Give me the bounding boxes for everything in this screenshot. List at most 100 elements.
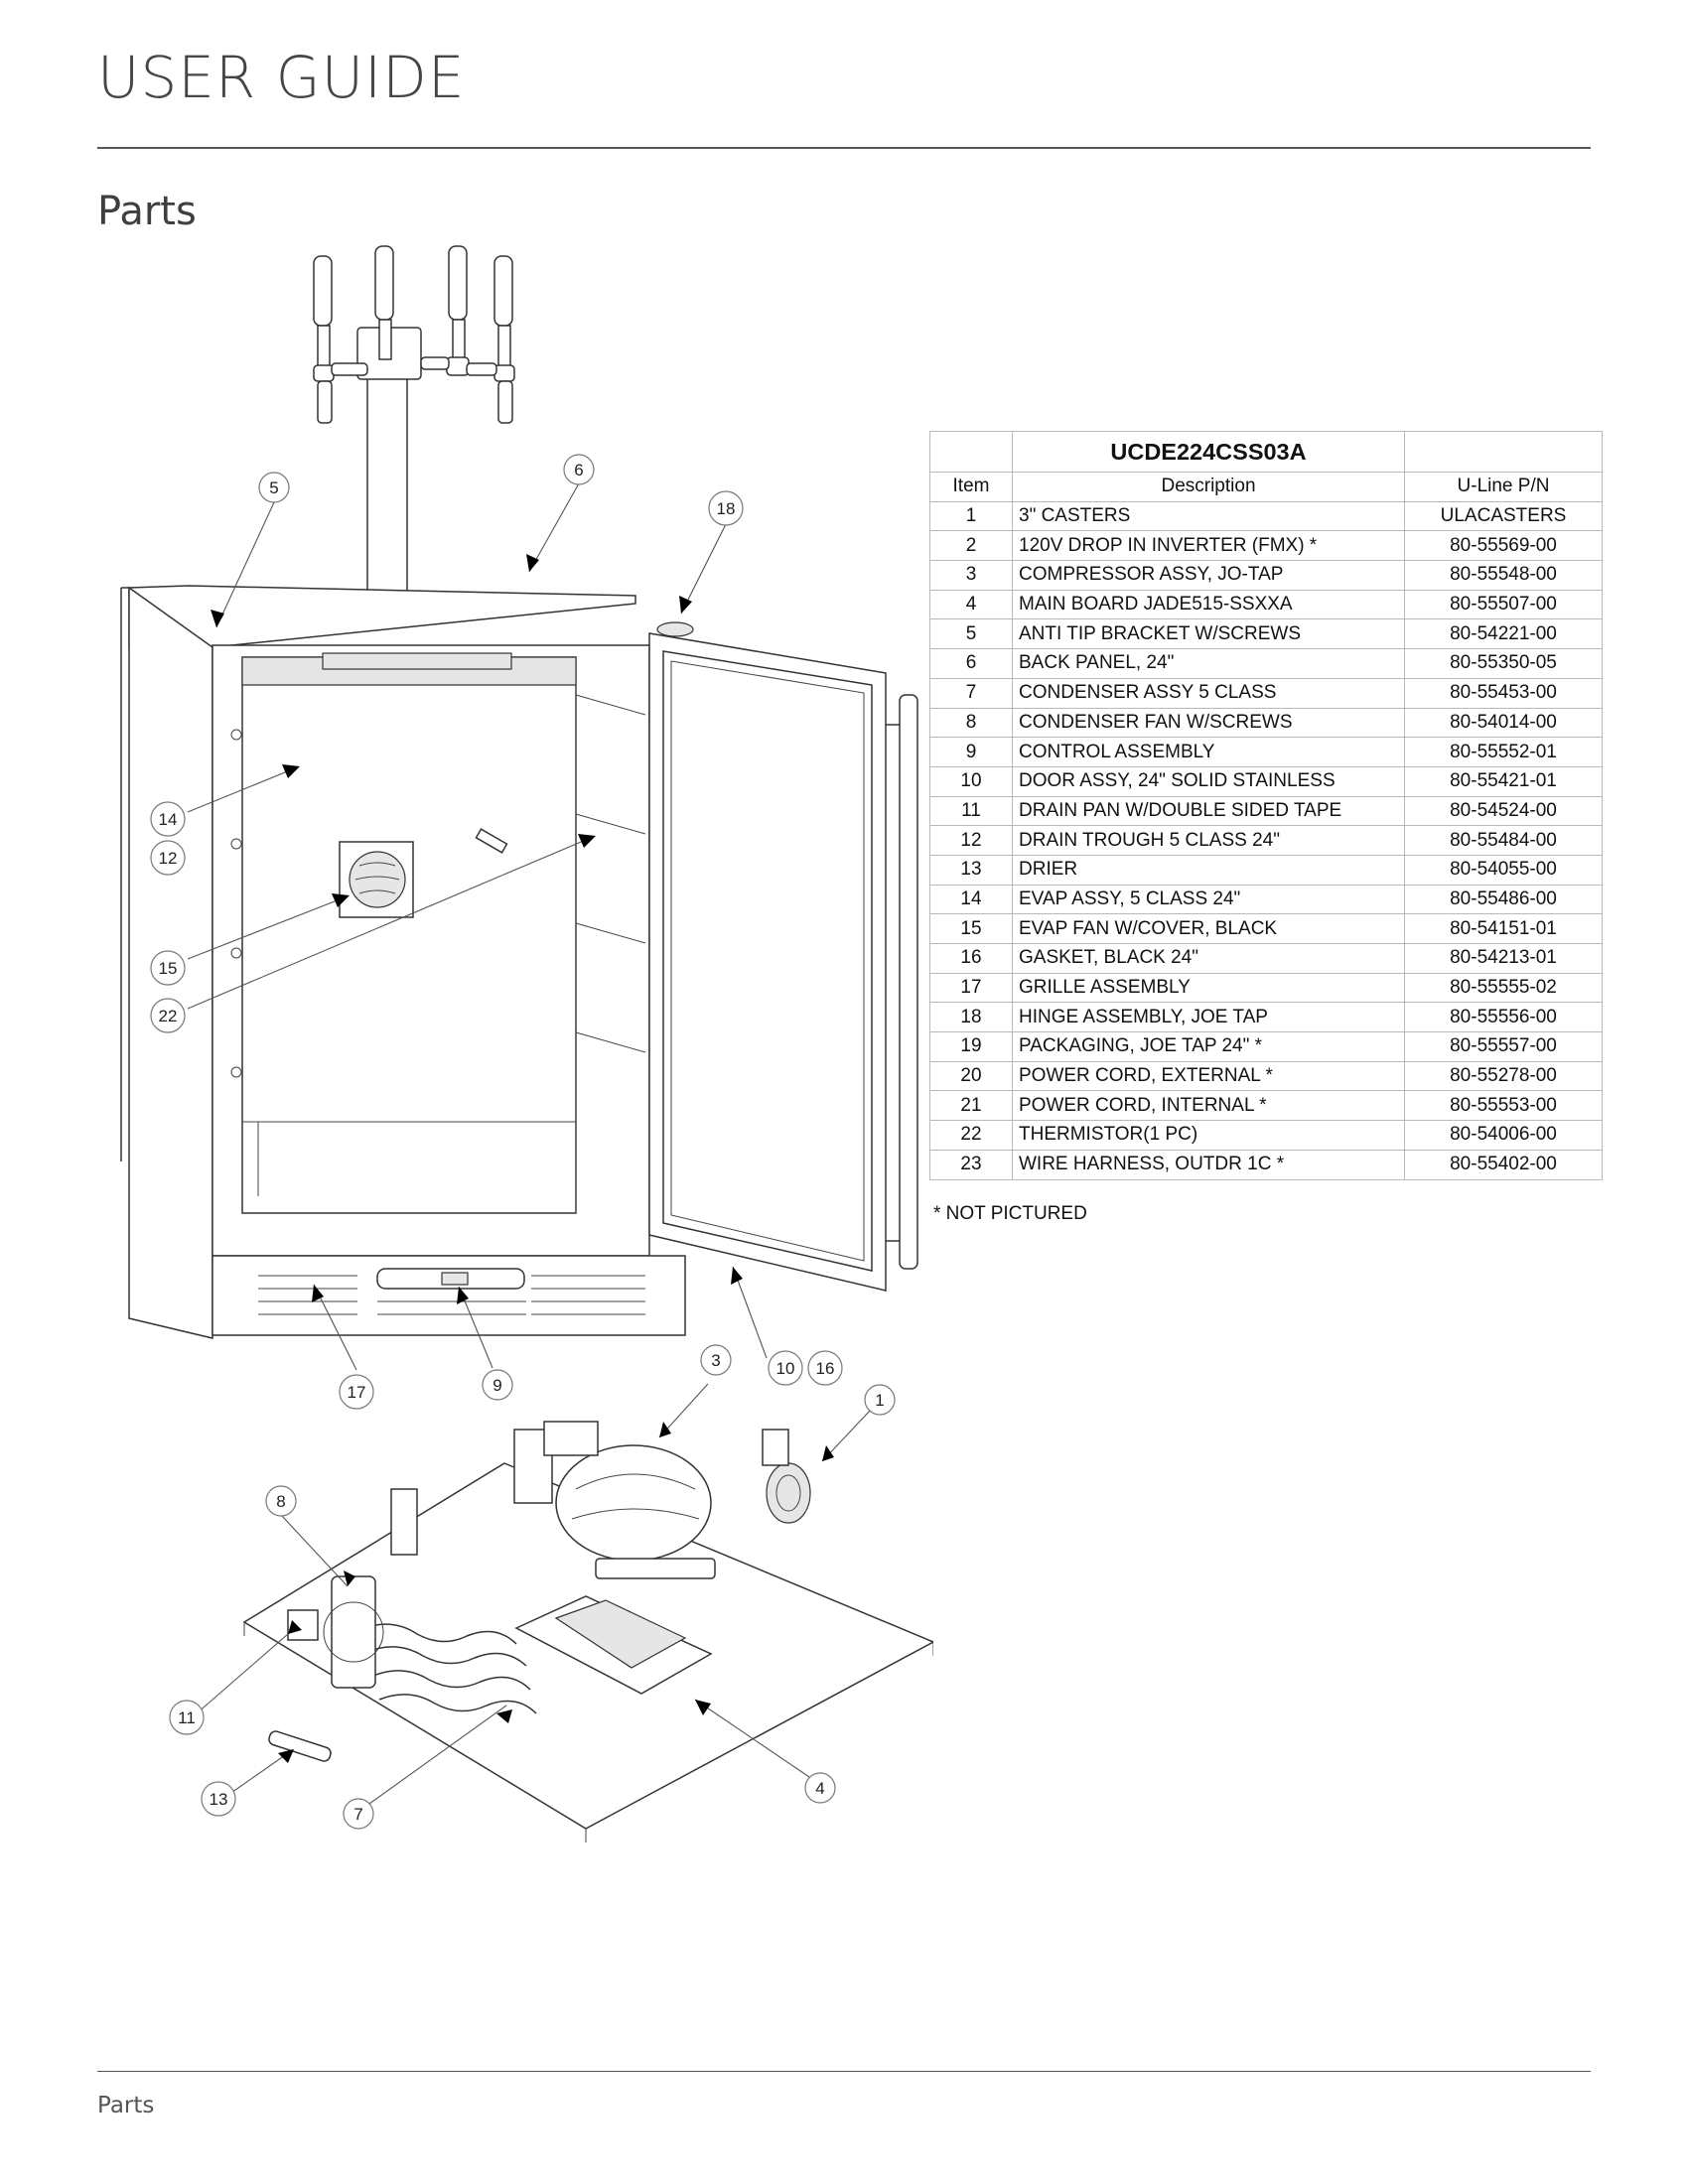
callout-8: 8 — [265, 1485, 297, 1517]
svg-text:10: 10 — [776, 1359, 795, 1378]
item-cell: 13 — [929, 854, 1013, 886]
cabinet-illustration — [120, 585, 686, 1339]
callout-6: 6 — [563, 454, 595, 485]
part-number-cell: 80-54524-00 — [1404, 795, 1603, 827]
item-cell: 10 — [929, 765, 1013, 797]
item-cell: 5 — [929, 618, 1013, 650]
column-header-item: Item — [929, 472, 1013, 502]
svg-text:15: 15 — [159, 959, 178, 978]
description-cell: CONTROL ASSEMBLY — [1012, 737, 1405, 767]
item-cell: 19 — [929, 1031, 1013, 1062]
item-cell: 7 — [929, 677, 1013, 709]
part-number-cell: 80-55557-00 — [1404, 1031, 1603, 1062]
part-number-cell: 80-55421-01 — [1404, 765, 1603, 797]
column-header-part-number: U-Line P/N — [1404, 472, 1603, 502]
description-cell: COMPRESSOR ASSY, JO-TAP — [1012, 560, 1405, 591]
item-cell: 23 — [929, 1149, 1013, 1180]
part-number-cell: 80-55453-00 — [1404, 677, 1603, 709]
item-cell: 8 — [929, 707, 1013, 739]
description-cell: THERMISTOR(1 PC) — [1012, 1120, 1405, 1151]
not-pictured-note: * NOT PICTURED — [933, 1203, 1087, 1224]
callout-4: 4 — [804, 1772, 836, 1804]
description-cell: EVAP ASSY, 5 CLASS 24" — [1012, 884, 1405, 915]
callout-14: 14 — [150, 801, 186, 837]
description-cell: CONDENSER ASSY 5 CLASS — [1012, 677, 1405, 709]
part-number-cell: 80-55278-00 — [1404, 1060, 1603, 1092]
item-cell: 20 — [929, 1060, 1013, 1092]
part-number-cell: 80-55350-05 — [1404, 648, 1603, 679]
callout-15: 15 — [150, 950, 186, 986]
part-number-cell: 80-55555-02 — [1404, 972, 1603, 1004]
callout-11: 11 — [169, 1700, 205, 1735]
section-title: Parts — [97, 189, 197, 234]
item-cell: 1 — [929, 500, 1013, 532]
item-cell: 15 — [929, 913, 1013, 944]
part-number-cell: 80-54014-00 — [1404, 707, 1603, 739]
part-number-cell: 80-54213-01 — [1404, 943, 1603, 974]
part-number-cell: 80-54221-00 — [1404, 618, 1603, 650]
callout-12: 12 — [150, 840, 186, 876]
description-cell: CONDENSER FAN W/SCREWS — [1012, 707, 1405, 739]
column-header-description: Description — [1012, 472, 1405, 502]
part-number-cell: 80-55569-00 — [1404, 530, 1603, 562]
svg-text:1: 1 — [875, 1391, 884, 1410]
callout-5: 5 — [258, 472, 290, 503]
svg-text:13: 13 — [210, 1790, 228, 1809]
item-cell: 22 — [929, 1120, 1013, 1151]
beer-tower-illustration — [313, 245, 515, 621]
document-title: USER GUIDE — [97, 44, 466, 111]
svg-text:17: 17 — [348, 1383, 366, 1402]
callout-9: 9 — [482, 1369, 513, 1401]
part-number-cell: 80-55552-01 — [1404, 737, 1603, 767]
item-cell: 18 — [929, 1002, 1013, 1033]
part-number-cell: 80-55553-00 — [1404, 1090, 1603, 1122]
item-cell: 2 — [929, 530, 1013, 562]
svg-text:7: 7 — [353, 1805, 362, 1824]
part-number-cell: 80-54006-00 — [1404, 1120, 1603, 1151]
description-cell: 120V DROP IN INVERTER (FMX) * — [1012, 530, 1405, 562]
svg-text:4: 4 — [815, 1779, 824, 1798]
description-cell: PACKAGING, JOE TAP 24" * — [1012, 1031, 1405, 1062]
callout-13: 13 — [201, 1781, 236, 1817]
callout-16: 16 — [807, 1350, 843, 1386]
part-number-cell: 80-55507-00 — [1404, 589, 1603, 620]
item-cell: 3 — [929, 560, 1013, 591]
callout-10: 10 — [768, 1350, 803, 1386]
description-cell: POWER CORD, EXTERNAL * — [1012, 1060, 1405, 1092]
callout-18: 18 — [708, 490, 744, 526]
description-cell: GRILLE ASSEMBLY — [1012, 972, 1405, 1004]
description-cell: ANTI TIP BRACKET W/SCREWS — [1012, 618, 1405, 650]
callout-17: 17 — [339, 1374, 374, 1410]
item-cell: 21 — [929, 1090, 1013, 1122]
callout-22: 22 — [150, 998, 186, 1033]
description-cell: HINGE ASSEMBLY, JOE TAP — [1012, 1002, 1405, 1033]
parts-exploded-diagram: 5 6 18 14 12 15 22 17 9 3 10 16 1 8 11 4… — [120, 245, 933, 1843]
svg-text:11: 11 — [178, 1708, 196, 1727]
part-number-cell: 80-54055-00 — [1404, 854, 1603, 886]
footer-divider — [97, 2071, 1591, 2072]
description-cell: 3" CASTERS — [1012, 500, 1405, 532]
item-cell: 17 — [929, 972, 1013, 1004]
part-number-cell: 80-55402-00 — [1404, 1149, 1603, 1180]
callout-7: 7 — [343, 1798, 374, 1830]
part-number-cell: 80-55484-00 — [1404, 825, 1603, 856]
item-cell: 14 — [929, 884, 1013, 915]
description-cell: WIRE HARNESS, OUTDR 1C * — [1012, 1149, 1405, 1180]
svg-text:12: 12 — [159, 849, 178, 868]
